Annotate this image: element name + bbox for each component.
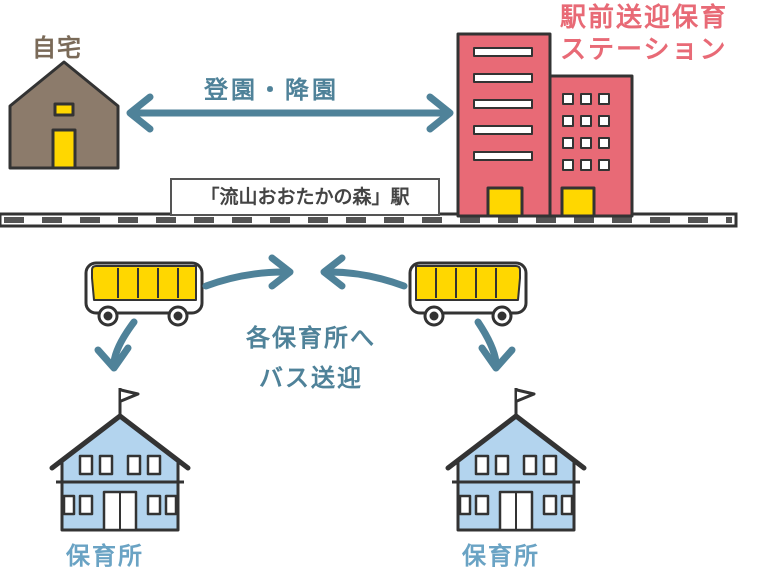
bus-label-line1: 各保育所へ [246, 324, 376, 352]
bus-icon-left [84, 261, 204, 327]
station-label: 駅前送迎保育 ステーション [560, 2, 728, 66]
commute-label: 登園・降園 [204, 76, 339, 104]
nursery-label-right: 保育所 [462, 542, 540, 570]
bus-transfer-label: 各保育所へ バス送迎 [222, 318, 400, 398]
bus-label-line2: バス送迎 [259, 364, 363, 392]
station-label-line1: 駅前送迎保育 [560, 3, 729, 33]
house-icon [8, 60, 120, 170]
nursery-icon-right [445, 388, 587, 532]
bus-arrows [94, 254, 516, 372]
station-building-icon [456, 32, 634, 218]
commute-arrow [126, 93, 454, 133]
home-label: 自宅 [32, 34, 82, 62]
nursery-icon-left [49, 388, 191, 532]
nursery-label-left: 保育所 [66, 542, 144, 570]
station-label-line2: ステーション [560, 35, 728, 65]
station-name-sign: 「流山おおたかの森」駅 [170, 178, 440, 216]
bus-icon-right [408, 261, 528, 327]
